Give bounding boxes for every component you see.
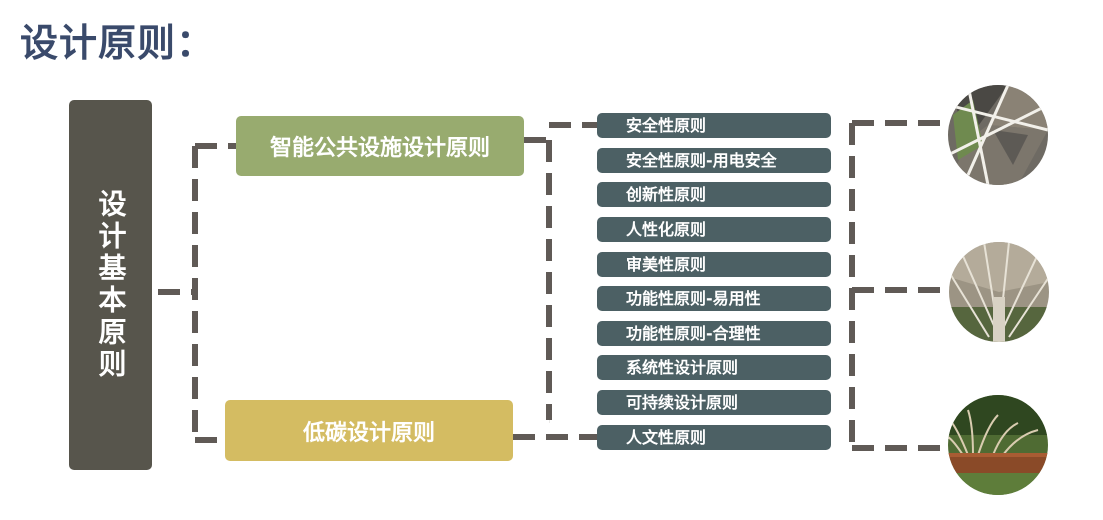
branch-smart-facility: 智能公共设施设计原则 — [236, 116, 524, 176]
tree-shade-structure-photo — [949, 242, 1049, 342]
principle-item: 安全性原则-用电安全 — [597, 148, 831, 173]
principle-item: 功能性原则-合理性 — [597, 321, 831, 346]
page-title: 设计原则： — [20, 21, 216, 65]
branch-low-carbon: 低碳设计原则 — [225, 400, 513, 461]
principle-item: 系统性设计原则 — [597, 355, 831, 380]
triangular-canopy-photo — [948, 85, 1048, 185]
branch-low-carbon-label: 低碳设计原则 — [302, 420, 435, 446]
principle-item: 人文性原则 — [597, 425, 831, 450]
branch-smart-label: 智能公共设施设计原则 — [269, 136, 490, 161]
principle-item: 安全性原则 — [597, 113, 831, 138]
root-label: 设计基本原则 — [94, 189, 128, 381]
planter-grass-photo — [948, 395, 1048, 495]
principle-item: 人性化原则 — [597, 217, 831, 242]
principle-item: 可持续设计原则 — [597, 390, 831, 415]
root-node: 设计基本原则 — [69, 100, 152, 470]
principle-item: 功能性原则-易用性 — [597, 286, 831, 311]
principle-item: 审美性原则 — [597, 252, 831, 277]
principle-item: 创新性原则 — [597, 182, 831, 207]
